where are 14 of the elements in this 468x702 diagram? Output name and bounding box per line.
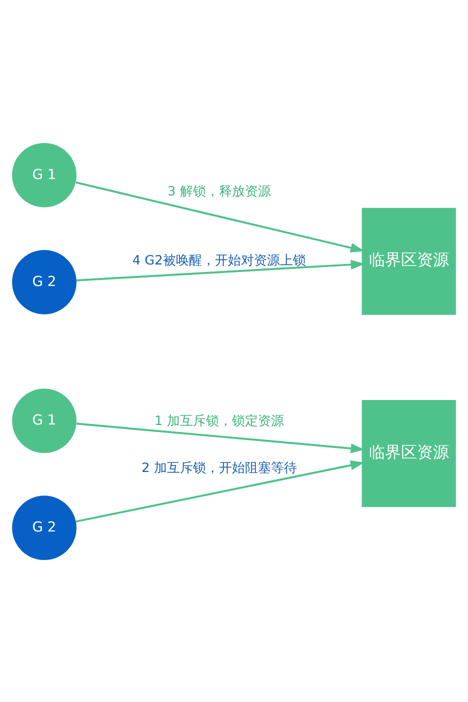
node-circle: G 2 (12, 495, 76, 560)
arrow (76, 460, 364, 522)
node-circle: G 1 (12, 142, 76, 207)
arrow (76, 259, 365, 281)
node-box: 临界区资源 (362, 400, 456, 507)
edge-label: 3 解锁，释放资源 (168, 184, 271, 199)
edge-label: 2 加互斥锁，开始阻塞等待 (142, 460, 297, 476)
node-circle: G 2 (12, 249, 76, 314)
node-circle: G 1 (12, 388, 76, 453)
edge-label: 1 加互斥锁，锁定资源 (154, 414, 284, 429)
arrow (76, 180, 364, 252)
arrow (76, 422, 365, 453)
edge-label: 4 G2被唤醒，开始对资源上锁 (132, 253, 306, 268)
node-box: 临界区资源 (362, 207, 456, 314)
